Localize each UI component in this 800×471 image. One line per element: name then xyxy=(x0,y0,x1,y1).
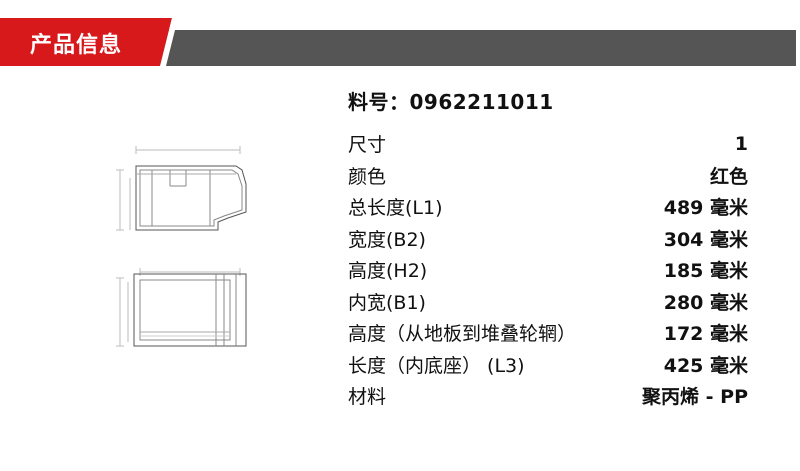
bin-technical-drawing xyxy=(116,146,247,347)
spec-value: 聚丙烯 - PP xyxy=(642,386,748,409)
spec-value: 185 毫米 xyxy=(663,260,748,283)
section-title: 产品信息 xyxy=(30,33,123,58)
spec-row: 总长度(L1) 489 毫米 xyxy=(348,191,748,223)
part-number-label: 料号： xyxy=(348,90,410,114)
spec-value: 425 毫米 xyxy=(663,354,748,377)
section-header-bar xyxy=(0,14,796,66)
spec-row: 高度(H2) 185 毫米 xyxy=(348,254,748,286)
spec-label: 长度（内底座） (L3) xyxy=(348,354,525,377)
spec-label: 宽度(B2) xyxy=(348,228,426,251)
spec-value: 172 毫米 xyxy=(663,323,748,346)
spec-value: 1 xyxy=(734,132,748,155)
spec-row: 高度（从地板到堆叠轮辋） 172 毫米 xyxy=(348,317,748,349)
spec-row: 内宽(B1) 280 毫米 xyxy=(348,286,748,318)
spec-row: 颜色 红色 xyxy=(348,160,748,192)
spec-value: 280 毫米 xyxy=(663,291,748,314)
spec-value: 红色 xyxy=(709,165,748,188)
spec-label: 总长度(L1) xyxy=(348,197,443,220)
spec-row: 长度（内底座） (L3) 425 毫米 xyxy=(348,349,748,381)
spec-row: 材料 聚丙烯 - PP xyxy=(348,380,748,412)
spec-label: 尺寸 xyxy=(348,134,387,157)
part-number-value: 0962211011 xyxy=(409,90,554,114)
spec-value: 489 毫米 xyxy=(663,197,748,220)
part-number: 料号：0962211011 xyxy=(348,86,554,115)
spec-row: 宽度(B2) 304 毫米 xyxy=(348,223,748,255)
spec-label: 高度(H2) xyxy=(348,260,428,283)
bin-side-view xyxy=(116,146,247,231)
spec-label: 高度（从地板到堆叠轮辋） xyxy=(348,323,577,346)
spec-value: 304 毫米 xyxy=(663,228,748,251)
spec-label: 内宽(B1) xyxy=(348,291,426,314)
header-banner-graphic xyxy=(0,18,796,66)
spec-row: 尺寸 1 xyxy=(348,128,748,160)
spec-label: 颜色 xyxy=(348,165,387,188)
spec-table: 尺寸 1 颜色 红色 总长度(L1) 489 毫米 宽度(B2) 304 毫米 高度(H… xyxy=(348,128,748,412)
spec-label: 材料 xyxy=(348,386,387,409)
bin-top-view xyxy=(116,268,247,347)
